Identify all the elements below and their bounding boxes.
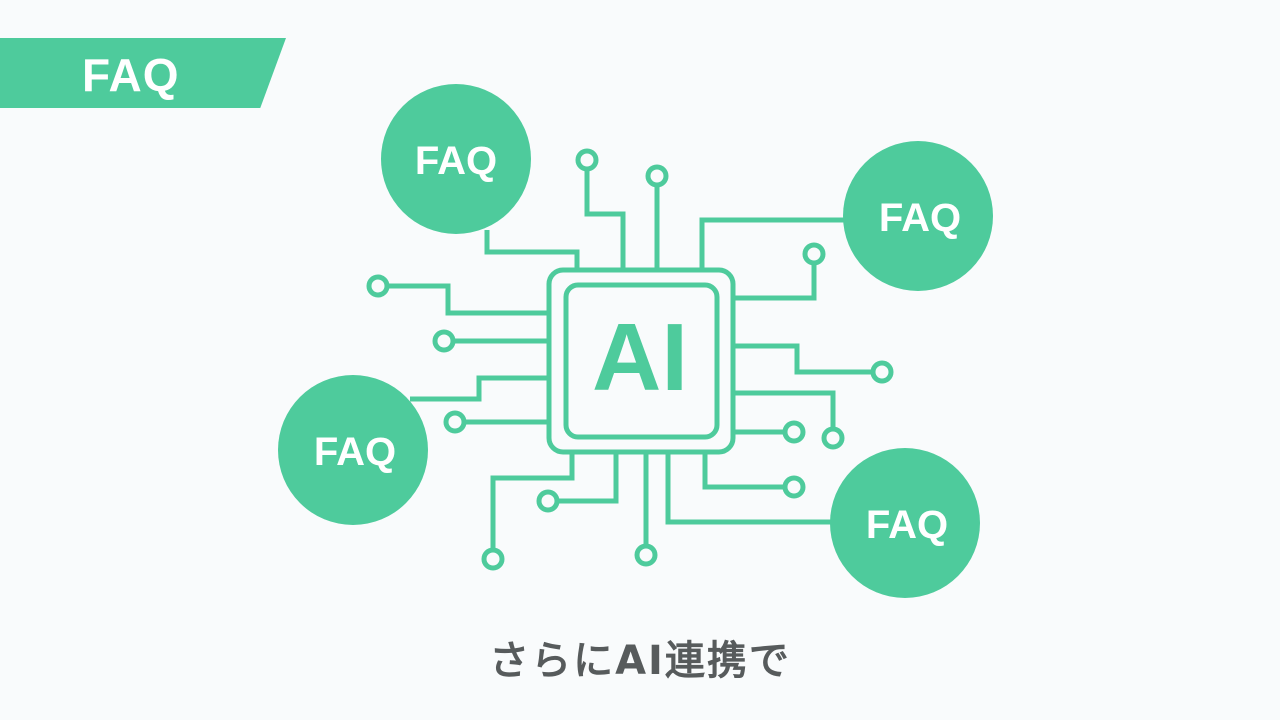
banner-title: FAQ [82,49,180,101]
faq-node-label-top-right: FAQ [878,196,962,240]
faq-banner [0,38,286,108]
chip-outer [546,267,736,455]
faq-node-label-bottom-right: FAQ [865,503,949,547]
faq-node-bottom-right [830,448,980,598]
faq-node-label-top-left: FAQ [414,139,498,183]
subtitle-caption: さらにAI連携で [489,638,791,684]
faq-node-top-left [381,84,531,234]
circuit-terminals [366,148,894,571]
faq-node-bottom-left [278,375,428,525]
faq-node-label-bottom-left: FAQ [313,430,397,474]
chip-label: AI [592,304,688,411]
faq-node-top-right [843,141,993,291]
circuit-traces [388,170,872,550]
chip-inner [563,282,720,440]
